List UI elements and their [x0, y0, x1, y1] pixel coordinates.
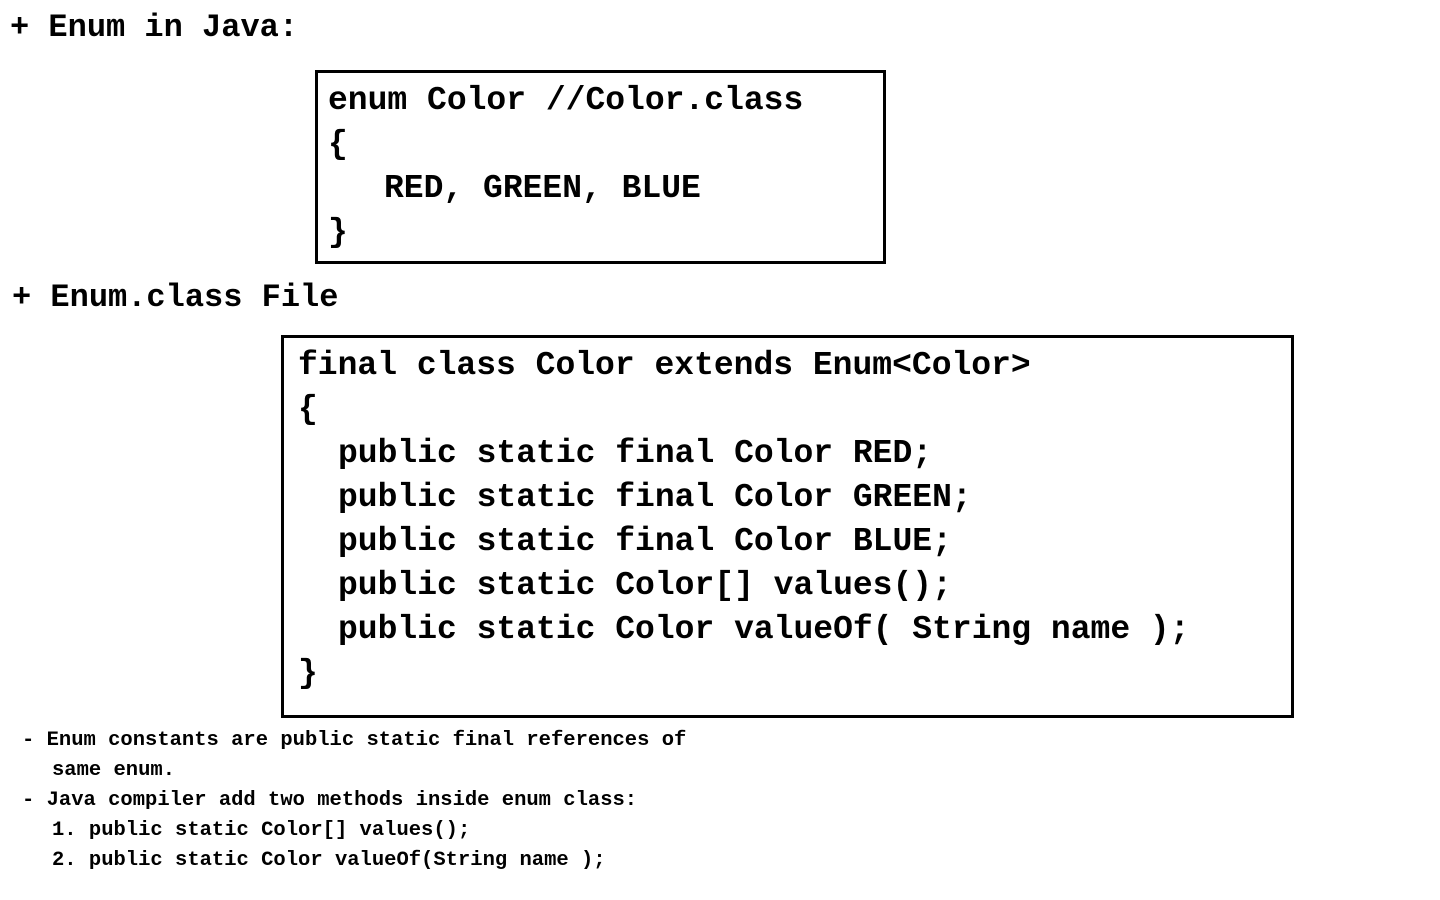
code-line: public static final Color RED; — [338, 435, 933, 472]
section-heading-enum-in-java: + Enum in Java: — [10, 9, 299, 46]
code-line: { — [328, 126, 348, 163]
code-line: { — [298, 391, 318, 428]
code-line: public static Color[] values(); — [338, 567, 952, 604]
note-list-item: 2. public static Color valueOf(String na… — [52, 849, 606, 872]
code-line: public static final Color GREEN; — [338, 479, 972, 516]
note-text: - Java compiler add two methods inside e… — [22, 789, 638, 812]
code-line: } — [298, 655, 318, 692]
code-line: public static final Color BLUE; — [338, 523, 952, 560]
note-list-item: 1. public static Color[] values(); — [52, 819, 471, 842]
enum-source-code-box: enum Color //Color.class { RED, GREEN, B… — [315, 70, 886, 264]
code-line: RED, GREEN, BLUE — [384, 170, 701, 207]
note-text: - Enum constants are public static final… — [22, 729, 687, 752]
enum-compiled-class-box: final class Color extends Enum<Color> { … — [281, 335, 1294, 718]
note-text: same enum. — [52, 759, 176, 782]
code-line: enum Color //Color.class — [328, 82, 804, 119]
code-line: } — [328, 214, 348, 251]
notes-list: - Enum constants are public static final… — [22, 726, 686, 876]
code-line: final class Color extends Enum<Color> — [298, 347, 1031, 384]
code-line: public static Color valueOf( String name… — [338, 611, 1190, 648]
section-heading-enum-class-file: + Enum.class File — [12, 279, 339, 316]
